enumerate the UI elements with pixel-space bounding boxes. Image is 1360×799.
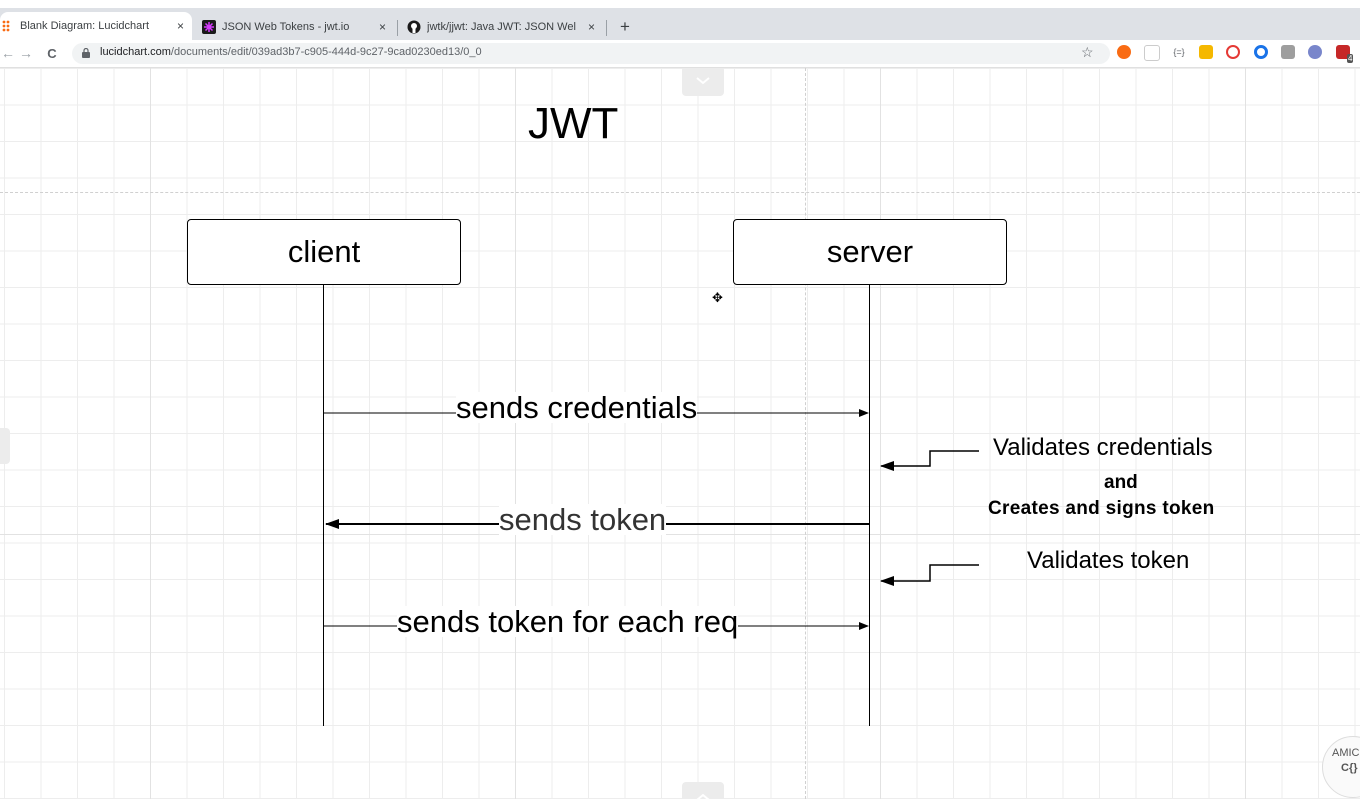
url-host: lucidchart.com [100,46,171,58]
extension-icon-6[interactable] [1254,45,1268,59]
lucidchart-icon [0,19,14,33]
message-label-credentials[interactable]: sends credentials [456,390,698,425]
github-icon [407,20,421,34]
server-box[interactable]: server [733,219,1007,285]
page-boundary-vertical [805,68,806,799]
forward-button[interactable]: → [19,45,33,61]
url-path: /documents/edit/039ad3b7-c905-444d-9c27-… [170,46,482,58]
lock-icon [82,48,90,58]
tab-github-jjwt[interactable]: jwtk/jjwt: Java JWT: JSON Wel × [403,14,603,40]
extension-icon-8[interactable] [1308,45,1322,59]
window-top-edge [0,0,1360,8]
client-label: client [287,234,361,269]
extension-icon-5[interactable] [1226,45,1240,59]
tab-close-icon[interactable]: × [587,20,595,34]
move-cursor-icon: ✥ [712,290,723,305]
extension-icon-7[interactable] [1281,45,1295,59]
tab-separator [606,20,607,36]
note-create-sign-token[interactable]: Creates and signs token [988,498,1215,519]
note-connector-validate-token[interactable] [880,564,979,586]
back-button[interactable]: ← [1,45,15,61]
extension-icon-1[interactable] [1117,45,1131,59]
extension-icon-4[interactable] [1199,45,1213,59]
bookmark-star-icon[interactable]: ☆ [1081,44,1094,60]
note-validate-token[interactable]: Validates token [1027,547,1190,574]
tab-title: JSON Web Tokens - jwt.io [222,21,350,33]
tab-title: jwtk/jjwt: Java JWT: JSON Wel [427,21,576,33]
note-validate-credentials[interactable]: Validates credentials [993,434,1213,461]
tab-title: Blank Diagram: Lucidchart [20,20,150,32]
collapse-toolbar-button[interactable] [682,68,724,96]
watermark-text: C{} [1341,762,1358,774]
diagram-canvas[interactable]: JWT client server sends credentials send… [0,68,1360,799]
browser-toolbar: ← → C lucidchart.com/documents/edit/039a… [0,40,1360,68]
message-label-token[interactable]: sends token [499,502,667,537]
watermark-text: AMIC [1332,747,1360,759]
chevron-up-icon [696,793,710,799]
page-boundary-horizontal [0,192,1360,193]
jwt-icon [202,20,216,34]
grid-line [0,534,1360,535]
extension-badge: 4 [1347,54,1354,63]
tab-close-icon[interactable]: × [176,19,184,33]
url-text: lucidchart.com/documents/edit/039ad3b7-c… [100,46,482,58]
tab-separator [397,20,398,36]
expand-bottom-panel-button[interactable] [682,782,724,799]
extension-icon-9[interactable] [1336,45,1350,59]
server-label: server [826,234,914,269]
address-bar[interactable]: lucidchart.com/documents/edit/039ad3b7-c… [72,43,1110,64]
grid-line [880,68,881,799]
left-panel-toggle[interactable] [0,428,10,464]
reload-button[interactable]: C [47,45,57,61]
note-and[interactable]: and [1104,472,1138,493]
grid-line [1245,68,1246,799]
new-tab-button[interactable]: + [620,17,630,36]
tab-lucidchart[interactable]: Blank Diagram: Lucidchart × [0,12,192,40]
extension-icon-2[interactable] [1144,45,1160,61]
client-box[interactable]: client [187,219,461,285]
extension-icon-3[interactable]: {=} [1172,45,1186,59]
tab-jwt-io[interactable]: JSON Web Tokens - jwt.io × [198,14,394,40]
message-label-each-request[interactable]: sends token for each req [397,604,739,639]
tab-bar: Blank Diagram: Lucidchart × JSON Web Tok… [0,8,1360,40]
diagram-title[interactable]: JWT [528,99,619,148]
tab-close-icon[interactable]: × [378,20,386,34]
grid-line [150,68,151,799]
chevron-down-icon [696,77,710,85]
note-connector-validate-credentials[interactable] [880,450,979,471]
grid-line [515,68,516,799]
